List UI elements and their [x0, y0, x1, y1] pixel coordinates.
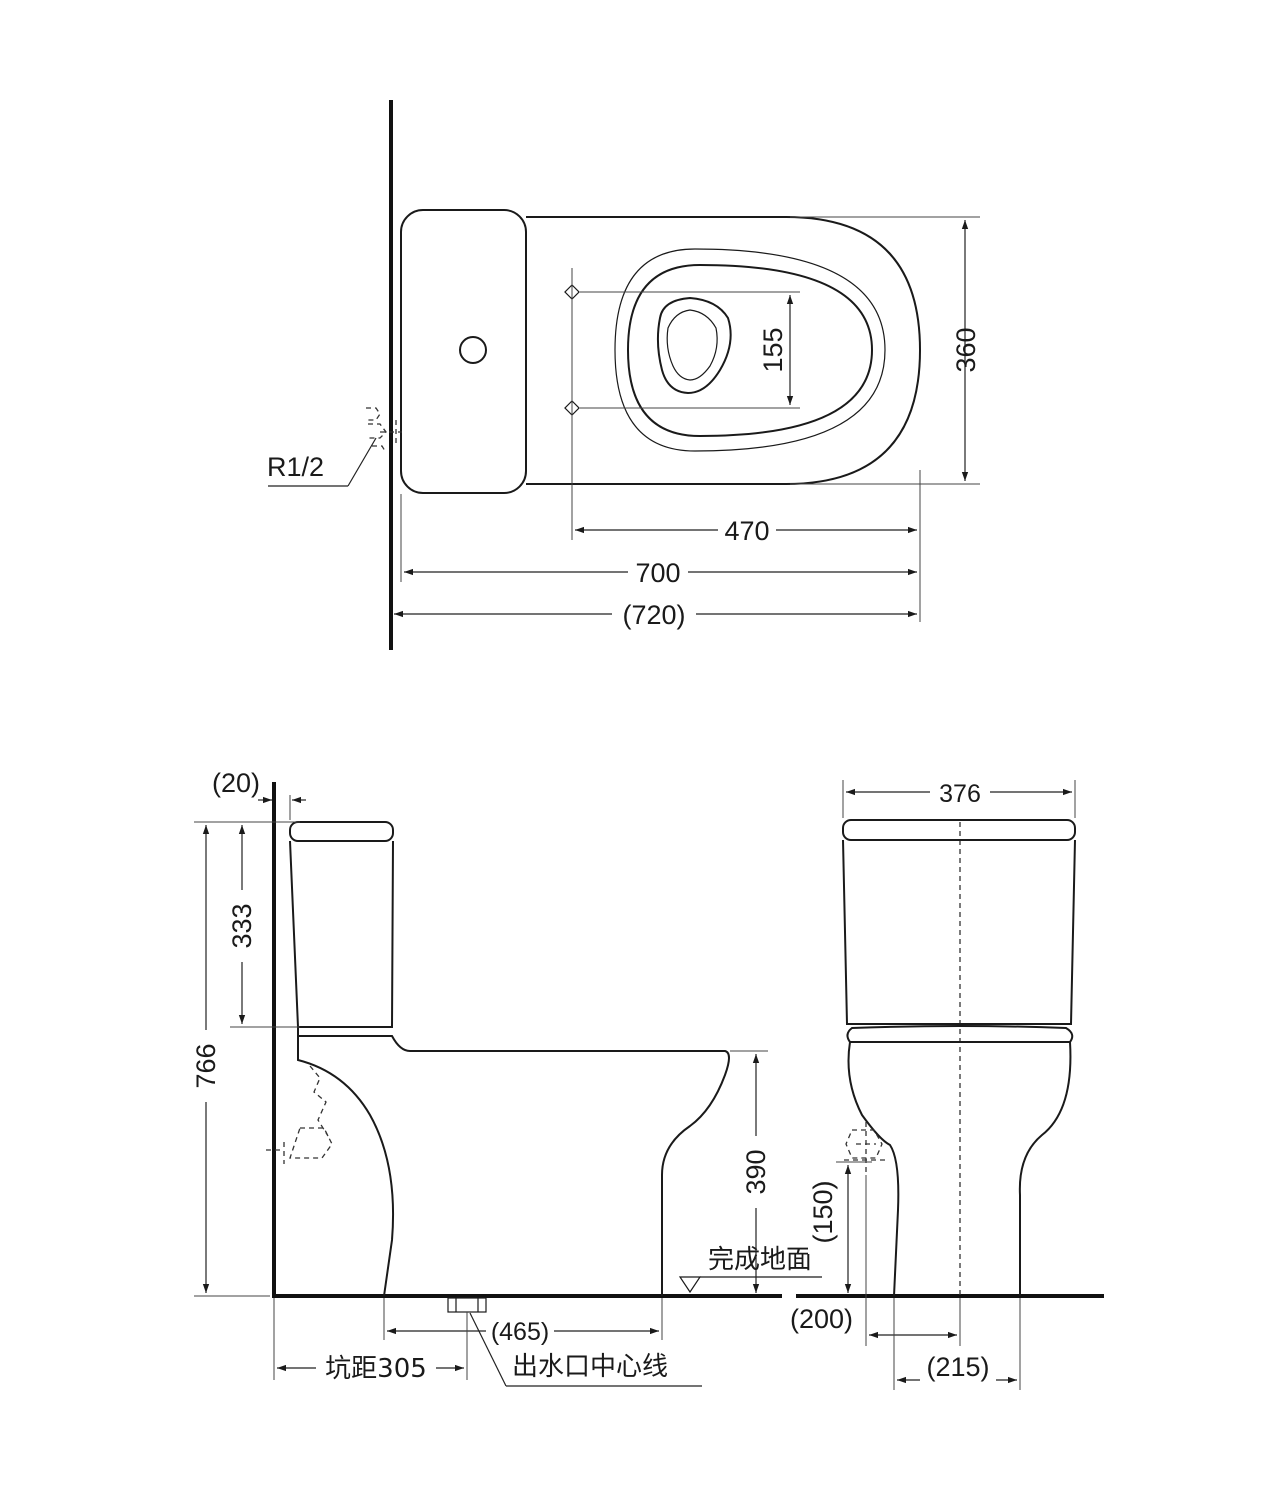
dim-215-label: (215)	[926, 1352, 989, 1382]
floor-level-marker	[678, 1276, 702, 1294]
pit-distance-label: 坑距305	[325, 1354, 427, 1384]
bowl-rim	[614, 248, 886, 452]
front-view: 376 (150) (200) (215)	[790, 776, 1104, 1390]
dim-700-label: 700	[635, 558, 680, 588]
dim-720-label: (720)	[622, 600, 685, 630]
supply-valve-icon-front	[844, 1122, 888, 1172]
trap-opening	[656, 296, 732, 395]
seat-front	[846, 1025, 1074, 1043]
trap-inner	[666, 309, 718, 381]
floor-label: 完成地面	[708, 1245, 812, 1275]
side-view: 完成地面 (20) 766 333 390 (465) 坑距305	[190, 768, 822, 1387]
supply-valve-icon-top	[366, 407, 402, 452]
tank-body-side	[289, 840, 394, 1028]
top-view: R1/2 155 360 470 700 (720)	[267, 100, 981, 650]
tank-body-front	[842, 839, 1076, 1025]
dim-376-label: 376	[939, 780, 981, 808]
supply-hole	[459, 336, 487, 364]
outlet-centerline-label: 出水口中心线	[512, 1352, 668, 1382]
dim-470-label: 470	[724, 516, 769, 546]
dim-360-label: 360	[951, 327, 981, 372]
bowl-body-front	[847, 1041, 1072, 1297]
dim-150-label: (150)	[808, 1180, 838, 1243]
dim-390-label: 390	[741, 1149, 771, 1194]
tank-lid-side	[289, 821, 394, 842]
bowl-inner	[626, 263, 874, 438]
dim-333-label: 333	[227, 903, 257, 948]
r-half-label: R1/2	[267, 452, 324, 482]
outlet-leader	[469, 1312, 507, 1387]
dim-155-label: 155	[758, 327, 788, 372]
supply-valve-icon-side	[266, 1065, 333, 1164]
bowl-outline-top	[526, 216, 922, 485]
outlet-flange	[447, 1297, 487, 1313]
bolt-hole-lower	[564, 400, 580, 416]
dim-200-label: (200)	[790, 1304, 853, 1334]
bolt-hole-upper	[564, 284, 580, 300]
dim-465-label: (465)	[491, 1318, 549, 1346]
dim-766-label: 766	[191, 1043, 221, 1088]
tank-lid-front	[842, 819, 1076, 841]
dim-20-label: (20)	[212, 768, 260, 798]
tank-outline-top	[400, 209, 527, 494]
bowl-body-side	[297, 1035, 730, 1297]
